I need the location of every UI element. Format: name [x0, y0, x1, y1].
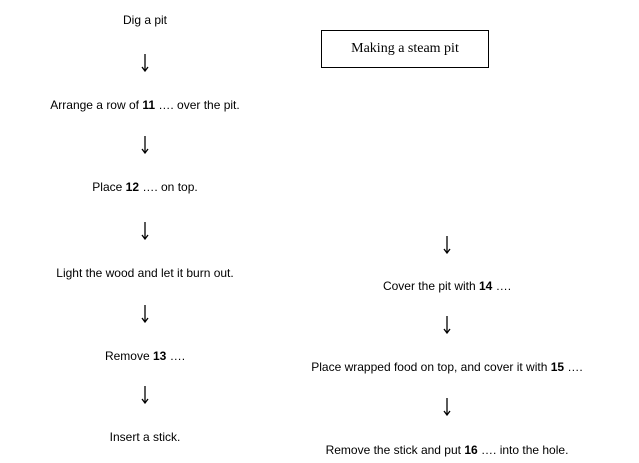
- right-step-3: Remove the stick and put 16 …. into the …: [326, 443, 569, 457]
- left-step-3-blank: …. on top.: [139, 180, 198, 194]
- right-step-2: Place wrapped food on top, and cover it …: [311, 360, 583, 374]
- left-step-1-text: Dig a pit: [122, 13, 168, 27]
- right-step-3-number: 16: [464, 443, 478, 457]
- right-step-1-text: Cover the pit with: [382, 279, 480, 293]
- left-step-4-text: Light the wood and let it burn out.: [56, 266, 234, 280]
- left-step-3-number: 12: [125, 180, 140, 194]
- down-arrow-icon: [443, 236, 451, 254]
- diagram-title-box: Making a steam pit: [321, 30, 489, 68]
- left-step-6-text: Insert a stick.: [109, 430, 181, 444]
- right-step-1-blank: ….: [492, 279, 512, 293]
- left-step-2-blank: …. over the pit.: [155, 98, 240, 112]
- down-arrow-icon: [141, 386, 149, 404]
- right-step-3-blank: …. into the hole.: [477, 443, 569, 457]
- right-step-2-text: Place wrapped food on top, and cover it …: [311, 360, 551, 374]
- down-arrow-icon: [141, 222, 149, 240]
- right-step-1-number: 14: [479, 279, 493, 293]
- left-step-5-blank: ….: [166, 349, 186, 363]
- right-step-3-text: Remove the stick and put: [325, 443, 465, 457]
- down-arrow-icon: [443, 316, 451, 334]
- left-step-5: Remove 13 ….: [105, 349, 185, 363]
- left-step-2: Arrange a row of 11 …. over the pit.: [50, 98, 239, 112]
- diagram-title: Making a steam pit: [351, 41, 459, 56]
- left-step-2-text: Arrange a row of: [50, 98, 143, 112]
- left-step-3: Place 12 …. on top.: [92, 180, 197, 194]
- down-arrow-icon: [443, 398, 451, 416]
- left-step-4: Light the wood and let it burn out.: [56, 266, 233, 280]
- left-step-2-number: 11: [142, 98, 156, 112]
- down-arrow-icon: [141, 305, 149, 323]
- down-arrow-icon: [141, 54, 149, 72]
- right-step-2-blank: ….: [564, 360, 583, 374]
- right-step-2-number: 15: [550, 360, 565, 374]
- left-step-3-text: Place: [92, 180, 126, 194]
- left-step-6: Insert a stick.: [110, 430, 181, 444]
- left-step-5-text: Remove: [104, 349, 153, 363]
- down-arrow-icon: [141, 136, 149, 154]
- right-step-1: Cover the pit with 14 ….: [383, 279, 511, 293]
- left-step-1: Dig a pit: [123, 13, 167, 27]
- left-step-5-number: 13: [153, 349, 167, 363]
